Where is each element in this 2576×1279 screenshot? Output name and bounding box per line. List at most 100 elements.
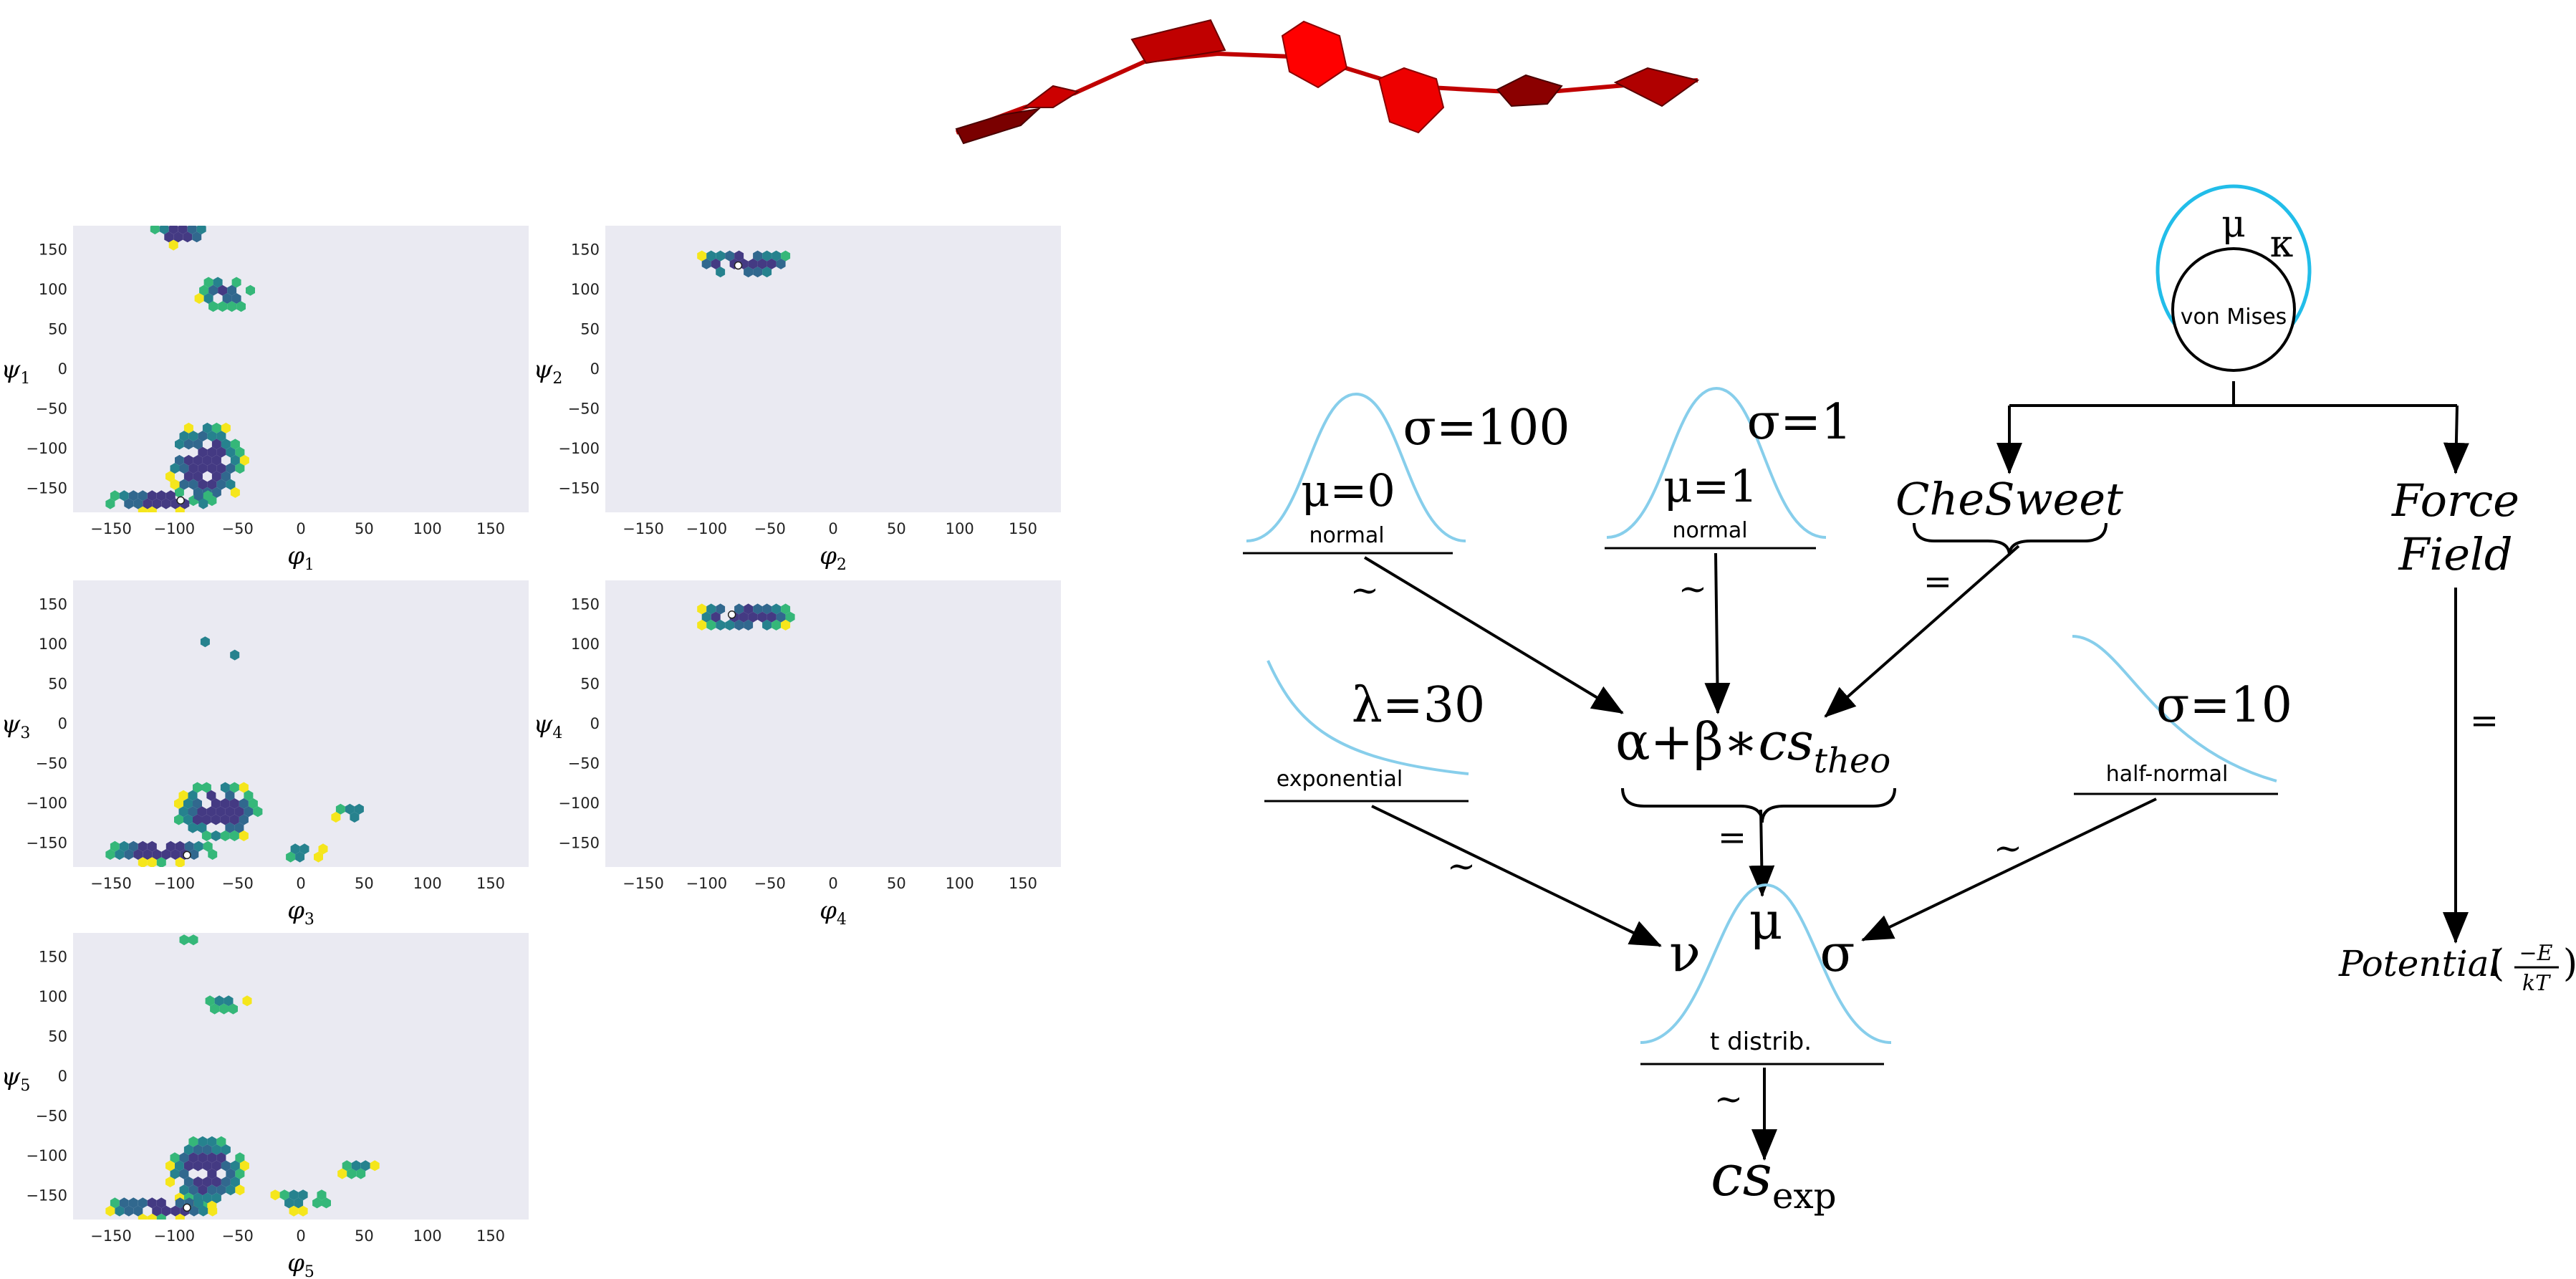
hexbin xyxy=(762,619,772,631)
y-tick-label: 100 xyxy=(39,636,67,653)
probability-density-curve-icon xyxy=(1246,392,1466,542)
forcefield-node: Force Field = xyxy=(2391,474,2519,944)
chesweet-brace xyxy=(1913,522,2108,556)
hexbin xyxy=(128,1197,138,1209)
hexbin xyxy=(253,806,263,818)
x-tick-label: −100 xyxy=(153,1227,195,1245)
hexbin xyxy=(208,284,218,296)
hexbin xyxy=(183,1144,193,1155)
hexbin xyxy=(286,851,296,863)
hexbin xyxy=(165,1177,175,1187)
hexbin xyxy=(239,830,249,841)
hexbin xyxy=(210,1003,220,1015)
x-tick-label: −100 xyxy=(686,520,727,537)
hexbin xyxy=(193,782,202,793)
hexbin xyxy=(235,1152,245,1164)
hexbin xyxy=(147,1213,157,1220)
hexbin xyxy=(175,840,185,852)
hexbin xyxy=(179,1152,189,1164)
hexbin xyxy=(234,822,244,833)
hexbin xyxy=(170,1168,180,1179)
y-tick-label: 0 xyxy=(58,715,67,732)
hexbin xyxy=(203,840,213,852)
reference-marker xyxy=(734,261,743,270)
y-tick-label: 0 xyxy=(58,360,67,378)
hexbin xyxy=(697,603,707,615)
hexbin xyxy=(716,267,726,278)
hexbin xyxy=(734,250,744,262)
hexbin xyxy=(199,284,209,296)
hexbin xyxy=(216,806,226,818)
hexbin xyxy=(202,1177,212,1187)
hexbin xyxy=(133,1205,143,1217)
output-node: csexp xyxy=(1711,1142,1837,1217)
t-distribution-node: t distrib. ν μ σ ~ xyxy=(1640,883,1892,1161)
hexbin xyxy=(211,830,221,841)
y-tick-label: 50 xyxy=(48,320,67,337)
hexbin xyxy=(230,439,240,450)
hexbin xyxy=(290,843,300,855)
hexbin xyxy=(202,1144,212,1155)
hexbin xyxy=(175,857,185,867)
hexbin xyxy=(762,250,772,262)
hexbin xyxy=(211,1160,221,1172)
hexbin xyxy=(183,798,193,809)
hexbin xyxy=(193,840,203,852)
tdist-label: t distrib. xyxy=(1710,1027,1812,1056)
hexbin xyxy=(207,446,217,458)
hexbin xyxy=(218,301,228,312)
hexbin xyxy=(198,1205,208,1217)
arrow-chesweet-to-linear xyxy=(1824,545,2020,718)
hexbin xyxy=(183,422,193,433)
hexbin xyxy=(734,603,744,615)
hexbin xyxy=(225,790,235,801)
hexbin xyxy=(216,446,226,458)
y-axis-label: ψ1 xyxy=(1,355,31,388)
hexbin xyxy=(193,1177,203,1187)
hexbin xyxy=(244,790,254,801)
x-tick-label: −50 xyxy=(754,520,786,537)
hexbin xyxy=(211,1192,221,1204)
hexbin xyxy=(105,498,115,509)
hexbin xyxy=(179,463,189,474)
arrow-normal1-to-linear xyxy=(1363,556,1624,714)
hexbin xyxy=(178,806,188,818)
hexbin xyxy=(193,439,203,450)
hexbin xyxy=(701,611,711,623)
hexbin xyxy=(175,1197,185,1209)
hexbin xyxy=(711,611,721,623)
x-tick-label: −150 xyxy=(623,875,664,892)
y-axis-label: ψ3 xyxy=(1,710,31,742)
hexbin xyxy=(244,806,254,818)
hexbin xyxy=(216,1152,226,1164)
tdist-nu: ν xyxy=(1669,923,1701,983)
hexbin xyxy=(221,1177,231,1187)
hexbin xyxy=(179,934,189,946)
hexbin xyxy=(165,840,176,852)
hexbin xyxy=(744,603,754,615)
hexbin xyxy=(211,471,221,482)
exponential-prior: exponential λ=30 ~ xyxy=(1264,660,1662,947)
hexbin xyxy=(342,1160,352,1172)
hexbin-layer xyxy=(105,636,364,867)
y-tick-label: −50 xyxy=(568,755,600,772)
x-tick-label: −50 xyxy=(222,1227,254,1245)
hexbin xyxy=(147,840,157,852)
x-tick-label: 0 xyxy=(296,875,305,892)
hexbin xyxy=(119,490,129,502)
hexbin xyxy=(202,1160,212,1172)
hexbin xyxy=(115,1205,125,1217)
hexbin xyxy=(314,851,323,863)
normal1-mu: μ=0 xyxy=(1301,464,1395,517)
hexbin xyxy=(197,806,207,818)
hexbin xyxy=(183,1160,193,1172)
hexbin xyxy=(184,840,194,852)
x-tick-label: 100 xyxy=(413,875,442,892)
hexbin xyxy=(183,1177,193,1187)
hexbin xyxy=(317,1189,327,1201)
hexbin xyxy=(138,1197,148,1209)
hexbin xyxy=(173,231,183,243)
x-tick-label: 0 xyxy=(296,520,305,537)
hexbin xyxy=(110,1197,120,1209)
